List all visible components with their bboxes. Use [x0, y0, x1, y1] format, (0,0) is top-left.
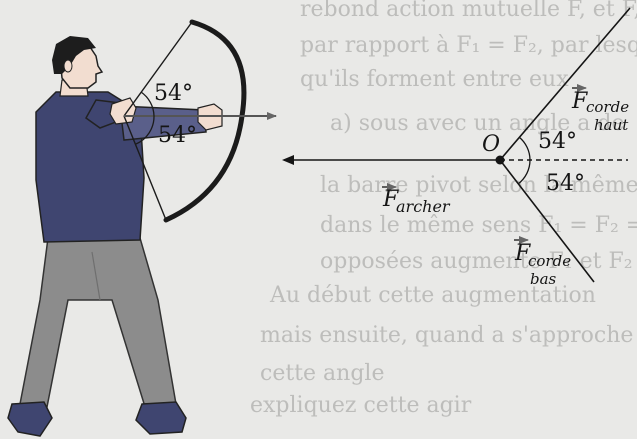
diagram-angle-bottom: 54°: [546, 171, 585, 196]
f-corde-haut-subscript2: haut: [594, 116, 629, 134]
f-corde-haut-subscript: corde: [586, 98, 629, 116]
archer-ear: [63, 59, 73, 73]
bg-line-11: expliquez cette agir: [250, 393, 472, 418]
archer-angle-bottom: 54°: [158, 123, 197, 148]
archer-hair: [52, 36, 96, 74]
point-o-label: O: [482, 132, 500, 157]
diagram-angle-arc-top: [518, 136, 531, 161]
bg-line-3: qu'ils forment entre eux: [300, 67, 569, 92]
f-corde-bas-subscript: corde: [528, 252, 571, 270]
archer-pants: [19, 237, 177, 413]
bg-line-5: la barre pivot selon la même force: [320, 173, 637, 198]
bg-line-7: opposées augmente F₁ et F₂ quand: [320, 249, 637, 274]
archer-angle-arc-top: [140, 91, 155, 117]
force-diagram: 54° 54° O F archer F corde haut F corde …: [282, 7, 631, 288]
f-corde-bas-symbol: F: [514, 241, 531, 266]
f-archer-subscript: archer: [396, 197, 451, 216]
bg-line-1: rebond action mutuelle F, et F, sont sym…: [300, 0, 637, 22]
f-corde-bas-subscript2: bas: [530, 270, 557, 288]
archer-torso: [35, 91, 145, 243]
bowstring-bottom: [123, 115, 167, 221]
right-shoe: [135, 401, 187, 435]
bowstring-top: [123, 21, 193, 117]
label-f-corde-bas: F corde bas: [514, 236, 571, 288]
background-text: rebond action mutuelle F, et F, sont sym…: [250, 0, 637, 418]
archer-angle-top: 54°: [154, 81, 193, 106]
left-shoe: [7, 401, 53, 437]
point-o: [495, 155, 505, 165]
draw-hand: [109, 97, 137, 125]
bg-line-8: Au début cette augmentation: [269, 283, 596, 308]
corde-haut-line: [499, 7, 631, 161]
bg-line-9: mais ensuite, quand a s'approche: [260, 323, 633, 348]
diagram-angle-top: 54°: [538, 129, 577, 154]
bg-line-2: par rapport à F₁ = F₂, par lesquelles do…: [300, 33, 637, 58]
diagram-angle-arc-bottom: [517, 159, 531, 185]
f-corde-haut-symbol: F: [571, 89, 588, 114]
archer-angle-arc-bottom: [135, 115, 155, 145]
archer-front-sleeve: [119, 105, 207, 141]
bg-line-10: cette angle: [260, 361, 384, 386]
corde-bas-line: [499, 159, 595, 283]
bg-line-4: a) sous avec un angle a de: [330, 111, 625, 136]
label-f-archer: F archer: [382, 183, 451, 216]
label-f-corde-haut: F corde haut: [571, 84, 629, 134]
bg-line-6: dans le même sens F₁ = F₂ = 5,0 N: [320, 213, 637, 238]
f-archer-symbol: F: [382, 187, 399, 212]
